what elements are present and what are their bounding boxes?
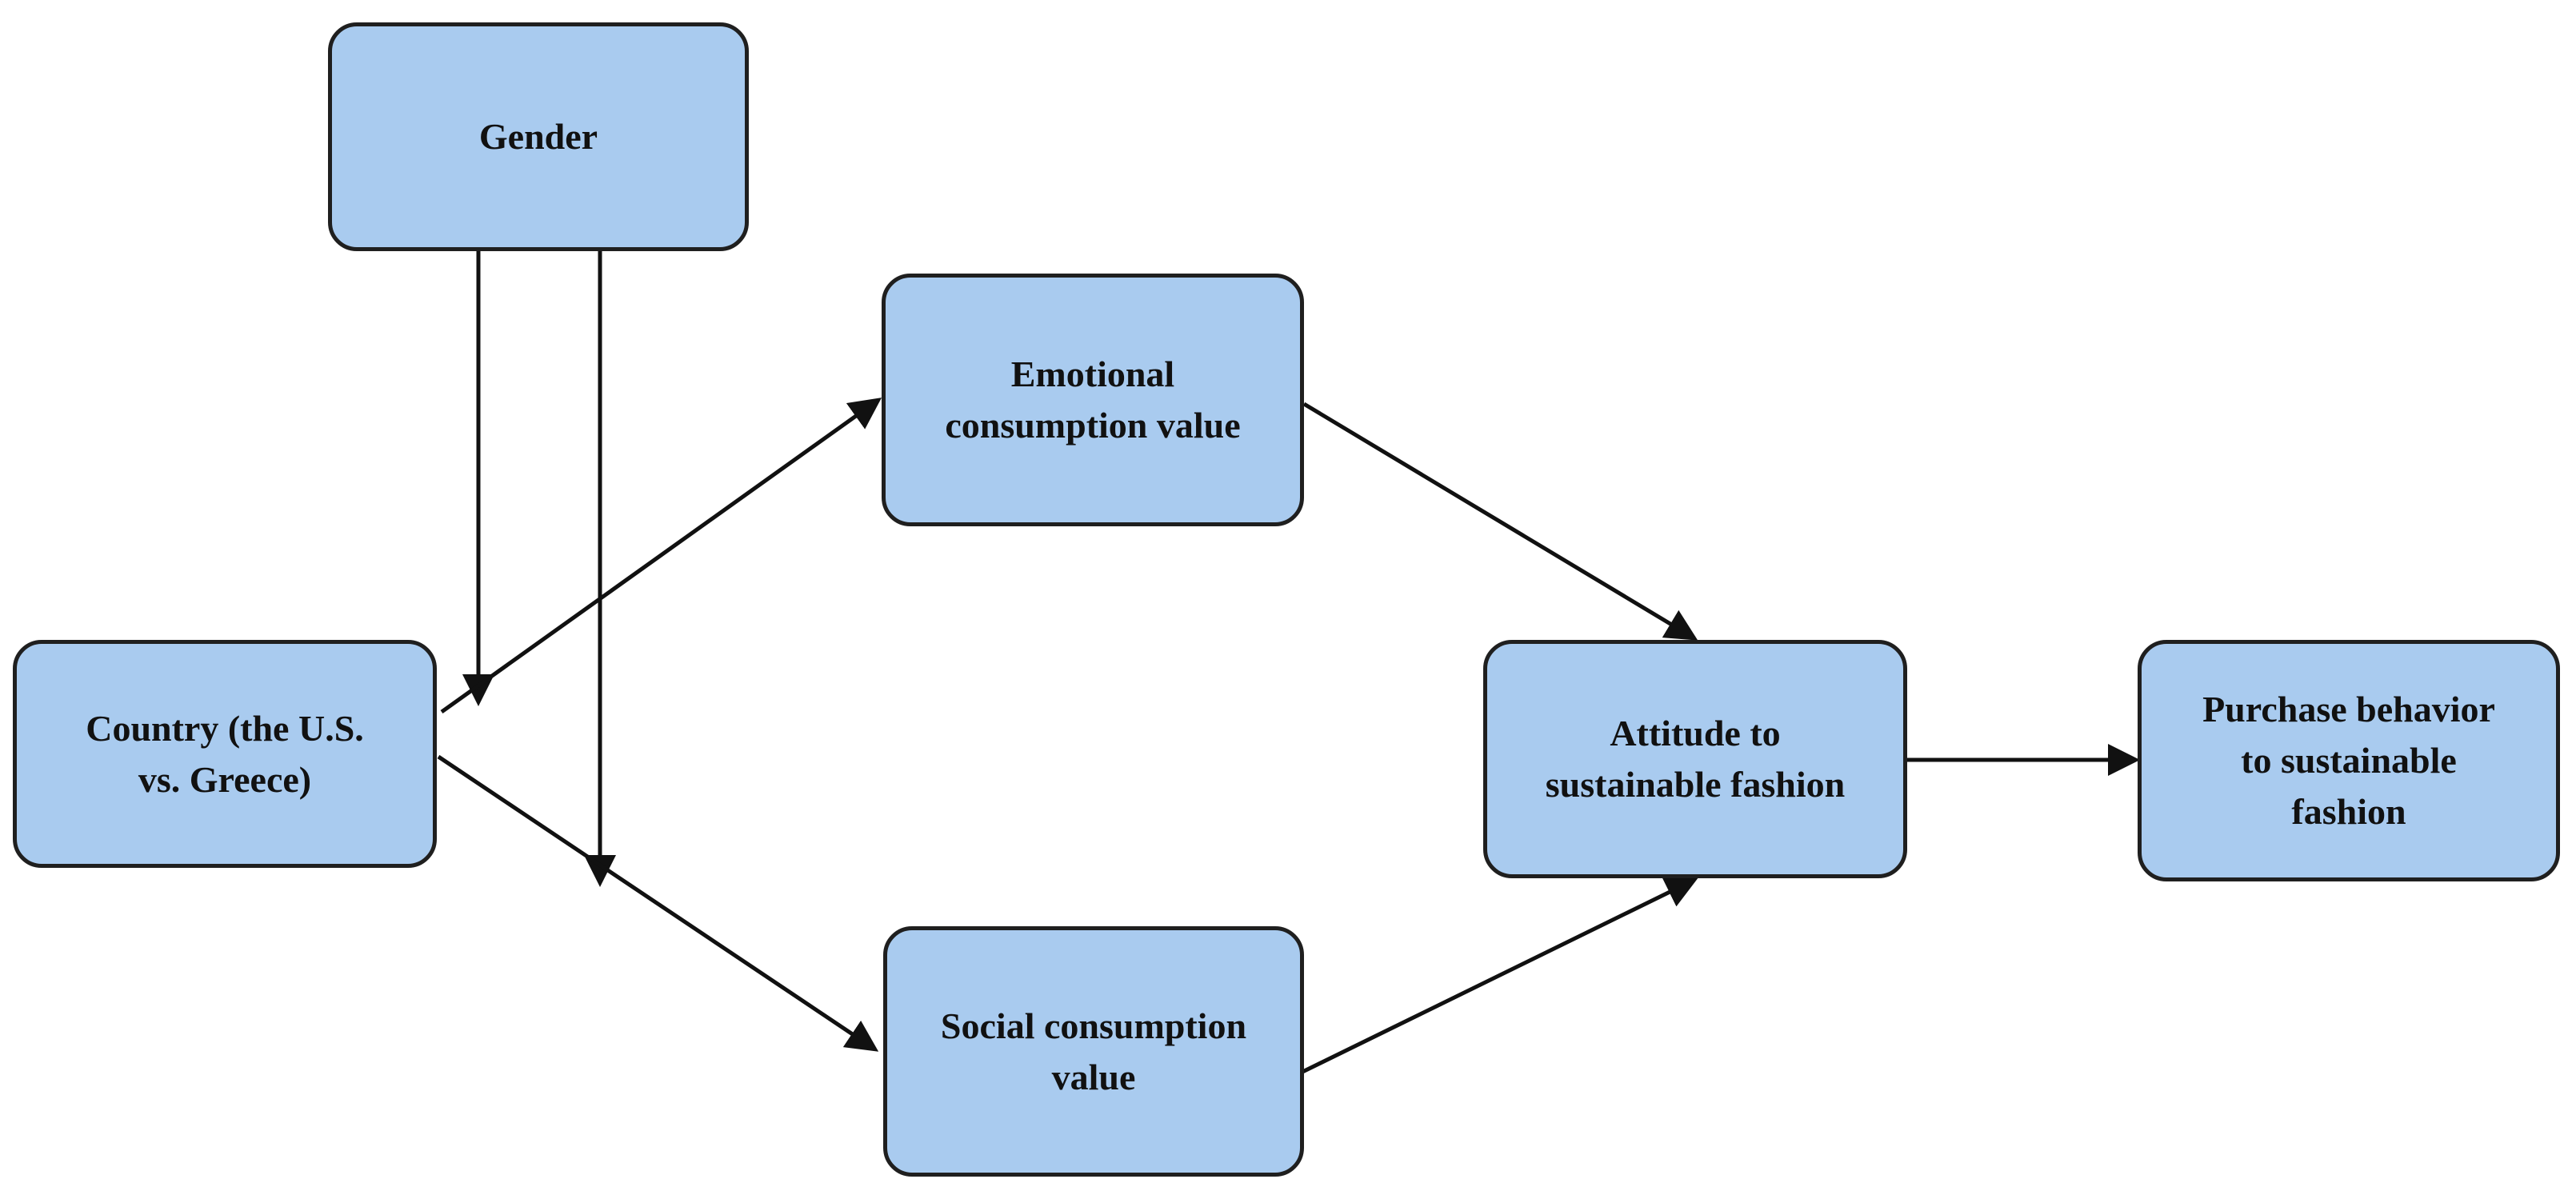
emotional-consumption-value-node: Emotional consumption value — [882, 274, 1304, 526]
country-node: Country (the U.S. vs. Greece) — [13, 640, 437, 868]
attitude-node: Attitude to sustainable fashion — [1483, 640, 1907, 878]
emotional-consumption-value-label: Emotional consumption value — [945, 354, 1241, 446]
purchase-behavior-node: Purchase behavior to sustainable fashion — [2138, 640, 2560, 881]
country-label: Country (the U.S. vs. Greece) — [86, 707, 364, 800]
arrow-country-to-emotional — [440, 398, 882, 714]
purchase-behavior-label: Purchase behavior to sustainable fashion — [2202, 689, 2495, 832]
attitude-label: Attitude to sustainable fashion — [1545, 713, 1846, 805]
social-consumption-value-node: Social consumption value — [883, 926, 1304, 1177]
arrow-emotional-to-attitude — [1302, 402, 1698, 641]
social-consumption-value-label: Social consumption value — [940, 1005, 1247, 1097]
arrow-social-to-attitude — [1293, 877, 1698, 1078]
arrow-country-to-social — [437, 754, 879, 1052]
gender-label: Gender — [478, 116, 598, 157]
gender-node: Gender — [328, 22, 749, 251]
